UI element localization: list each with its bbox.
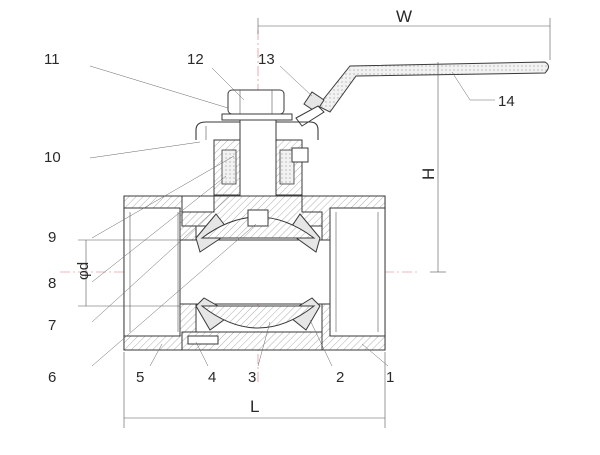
leader-11 — [89, 65, 229, 109]
part-label-6: 6 — [48, 369, 56, 386]
leader-2 — [309, 319, 333, 367]
packing-left — [221, 149, 237, 185]
part-label-14: 14 — [498, 93, 515, 110]
part-label-3: 3 — [248, 369, 256, 386]
part-label-4: 4 — [208, 369, 216, 386]
right-bore — [329, 207, 386, 337]
leader-lines — [89, 65, 495, 367]
leader-12 — [211, 67, 245, 101]
part-label-10: 10 — [44, 149, 61, 166]
stem-nut — [221, 89, 293, 121]
part-label-1: 1 — [386, 369, 394, 386]
ball-lower — [200, 305, 316, 329]
bonnet — [195, 119, 319, 229]
valve-body — [123, 195, 386, 351]
bore-dimension-label: φd — [75, 262, 92, 280]
gasket — [187, 335, 219, 345]
leader-14 — [451, 71, 495, 101]
leader-3 — [257, 321, 271, 367]
lock-washer — [221, 113, 293, 121]
leader-1 — [361, 343, 389, 367]
leader-5 — [149, 343, 163, 367]
height-dimension-label: H — [419, 168, 438, 180]
dimension-lines — [78, 18, 551, 428]
leader-8 — [91, 175, 227, 283]
stem-tang — [247, 209, 269, 227]
width-dimension-label: W — [396, 7, 412, 26]
leader-4 — [195, 341, 209, 367]
left-bore — [123, 207, 181, 337]
part-label-9: 9 — [48, 229, 56, 246]
part-label-7: 7 — [48, 317, 56, 334]
packing-right — [279, 149, 295, 185]
part-labels: 11 12 13 14 10 9 8 7 6 5 4 3 2 1 — [44, 51, 515, 386]
leader-7 — [91, 195, 231, 323]
handle — [295, 61, 549, 127]
part-label-8: 8 — [48, 275, 56, 292]
ball-assembly — [195, 209, 321, 331]
part-label-11: 11 — [44, 51, 60, 68]
part-label-2: 2 — [336, 369, 344, 386]
part-label-12: 12 — [187, 51, 204, 68]
length-dimension-label: L — [250, 397, 259, 416]
flow-passage — [179, 239, 331, 305]
part-label-5: 5 — [136, 369, 144, 386]
leader-10 — [89, 141, 201, 159]
part-label-13: 13 — [258, 51, 275, 68]
leader-6 — [91, 223, 257, 367]
leader-13 — [279, 65, 313, 97]
leader-9 — [91, 155, 235, 239]
